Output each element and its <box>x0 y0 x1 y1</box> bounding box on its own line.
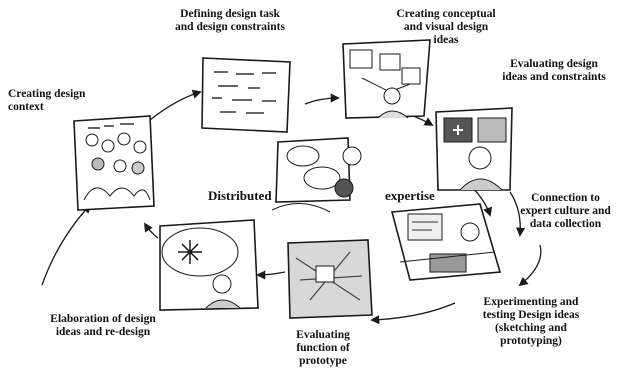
label-distributed: Distributed <box>208 188 272 203</box>
prototype-sketch <box>287 239 373 319</box>
label-creating-context: Creating design context <box>8 88 86 113</box>
desk-worker-sketch <box>390 203 502 281</box>
whiteboard-sketch <box>342 39 431 119</box>
label-experimenting: Experimenting and testing Design ideas (… <box>482 296 580 347</box>
arrow-elaboration-up <box>144 222 159 239</box>
label-connection: Connection to expert culture and data co… <box>520 192 611 230</box>
document-sketch <box>201 57 291 133</box>
arrow-evaluating-to-connection-2 <box>509 191 526 237</box>
arrow-experimenting-to-evaluating-function <box>370 302 456 325</box>
label-evaluating-ideas: Evaluating design ideas and constraints <box>502 58 606 83</box>
arrow-evaluating-function-to-elaboration <box>256 270 286 280</box>
presentation-sketch <box>435 107 513 191</box>
arrow-defining-to-conceptual <box>304 93 340 105</box>
label-elaboration: Elaboration of design ideas and re-desig… <box>50 313 156 338</box>
label-defining-design-task: Defining design task and design constrai… <box>175 8 285 33</box>
group-of-people-sketch <box>73 115 155 211</box>
discussion-sketch <box>271 137 362 213</box>
arrow-context-to-defining <box>149 89 202 121</box>
label-creating-conceptual: Creating conceptual and visual design id… <box>396 8 496 46</box>
label-evaluating-function: Evaluating function of prototype <box>296 329 350 367</box>
arrow-elaboration-to-context <box>41 203 92 286</box>
brainstorm-sketch <box>159 219 259 311</box>
label-expertise: expertise <box>385 188 435 203</box>
arrow-connection-to-experimenting <box>518 244 542 287</box>
